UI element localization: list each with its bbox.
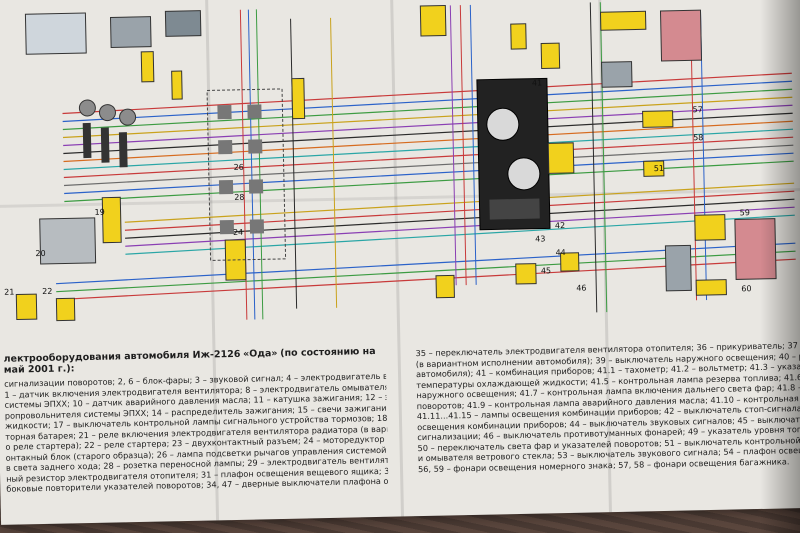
component-number: 44 <box>555 248 565 257</box>
engine-components <box>15 10 306 322</box>
wire-risers <box>239 2 708 320</box>
connectors-right <box>419 4 777 299</box>
component-number: 42 <box>555 221 565 230</box>
component-number: 60 <box>741 284 751 293</box>
component-number: 51 <box>654 164 664 173</box>
edge-shadow <box>760 0 800 533</box>
component-number: 43 <box>535 234 545 243</box>
component-number: 59 <box>740 208 750 217</box>
component-number: 26 <box>234 163 244 172</box>
component-number-labels: 21 22 19 20 41 42 43 44 45 46 57 58 51 5… <box>4 78 751 297</box>
component-number: 21 <box>4 288 14 297</box>
component-number: 57 <box>692 105 702 114</box>
relay-block <box>206 88 287 261</box>
component-number: 41 <box>532 78 542 87</box>
component-number: 28 <box>234 193 244 202</box>
component-number: 19 <box>94 208 104 217</box>
legend-right-column: 35 – переключатель электродвигателя вент… <box>415 340 800 474</box>
component-number: 24 <box>233 228 243 237</box>
component-number: 58 <box>693 133 703 142</box>
component-number: 20 <box>35 249 45 258</box>
component-number: 22 <box>42 287 52 296</box>
wiring-diagram-drawing: 21 22 19 20 41 42 43 44 45 46 57 58 51 5… <box>4 2 796 322</box>
title-model: «Ода» <box>242 348 278 360</box>
component-number: 45 <box>541 266 551 275</box>
title-prefix: лектрооборудования автомобиля Иж-2126 <box>3 348 241 365</box>
component-number: 46 <box>576 284 586 293</box>
legend-left-column: сигнализации поворотов; 2, 6 – блок-фары… <box>4 371 388 494</box>
instrument-cluster <box>476 77 551 231</box>
